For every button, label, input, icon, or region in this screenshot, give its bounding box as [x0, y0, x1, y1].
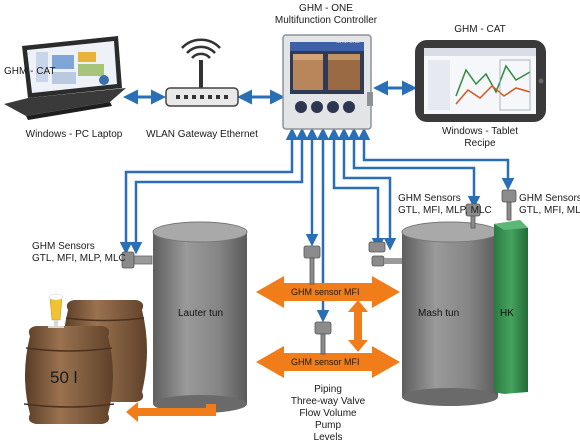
pipe-sensor-bottom-label: GHM sensor MFI [291, 357, 360, 367]
hk-label: HK [500, 308, 514, 319]
tablet-caption-2: Recipe [464, 138, 496, 149]
link-controller-hk [357, 127, 515, 191]
laptop-title: GHM - CAT [4, 66, 56, 77]
piping-line-3: Flow Volume [299, 408, 357, 419]
controller-screen-brand: GHM ONE [336, 39, 360, 45]
hk-vessel [494, 220, 528, 394]
network-links [123, 80, 417, 105]
flow-arrow-outlet [126, 402, 216, 422]
keg-barrels [23, 293, 147, 424]
lauter-tun-label: Lauter tun [178, 308, 224, 319]
flow-arrow-vertical [348, 300, 368, 352]
controller-icon [282, 34, 373, 130]
hk-top-sensor [501, 189, 517, 203]
tablet-title: GHM - CAT [454, 24, 506, 35]
piping-line-1: Piping [314, 384, 342, 395]
pipe-sensors [303, 245, 332, 355]
controller-subtitle: Multifunction Controller [274, 15, 378, 26]
lauter-sensors-list: GTL, MFI, MLP, MLC [32, 253, 126, 264]
mash-top-sensor-1 [368, 241, 386, 253]
flow-arrows [126, 276, 400, 422]
lauter-tun [121, 221, 248, 413]
tablet-caption: Windows - Tablet [442, 126, 518, 137]
gateway-caption: WLAN Gateway Ethernet [146, 129, 258, 140]
controller-title: GHM - ONE [299, 3, 353, 14]
piping-line-2: Three-way Valve [290, 396, 366, 407]
piping-line-4: Pump [314, 420, 342, 431]
hk-sensors-list: GTL, MFI, MLP [519, 205, 580, 216]
pipe-sensor-top-label: GHM sensor MFI [291, 287, 360, 297]
flow-arrow-bottom [256, 346, 400, 378]
hk-sensors-title: GHM Sensors [519, 193, 580, 204]
laptop-caption: Windows - PC Laptop [25, 129, 123, 140]
mash-sensors-list: GTL, MFI, MLP, MLC [398, 205, 492, 216]
flow-arrow-top [256, 276, 400, 308]
mash-sensors-title: GHM Sensors [398, 193, 461, 204]
link-controller-lauter-2 [129, 127, 309, 255]
mash-tun-label: Mash tun [418, 308, 460, 319]
piping-line-5: Levels [313, 432, 343, 443]
controller-sensor-links [119, 127, 515, 323]
tablet-icon [415, 40, 546, 122]
lauter-sensors-title: GHM Sensors [32, 241, 95, 252]
keg-volume-label: 50 l [50, 368, 78, 387]
link-controller-mash-1 [327, 127, 385, 251]
wlan-gateway-icon [165, 38, 239, 107]
laptop-icon [4, 36, 126, 120]
tank-sensors [368, 189, 517, 253]
